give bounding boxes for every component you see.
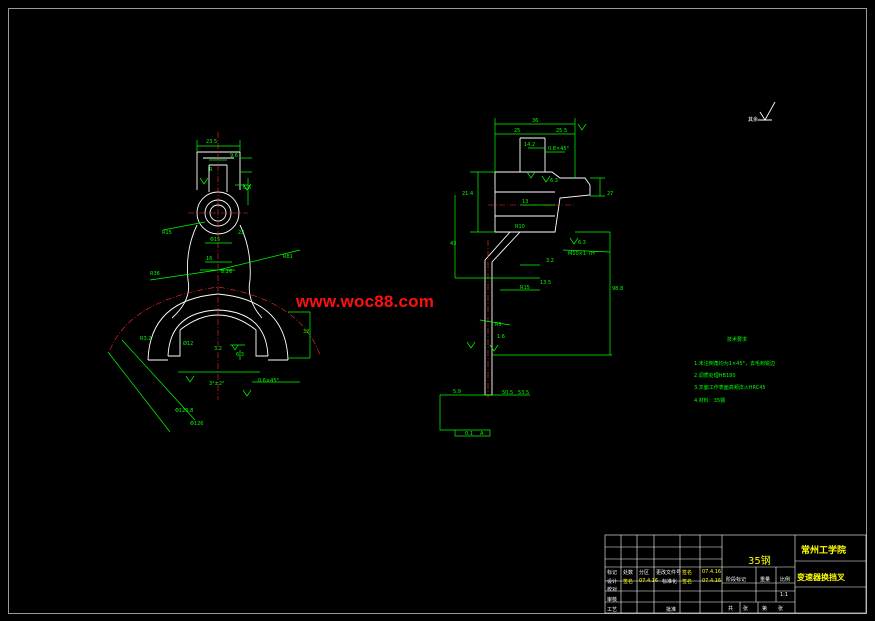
global-roughness-label: 其余 [748,117,759,123]
dim-right-1: 36 [532,118,538,124]
tb-check: 校对 [607,587,618,593]
dim-left-20: R3.2 [140,336,151,342]
dim-right-16: R15 [520,285,530,291]
right-roughness-marks [466,123,587,352]
dim-right-4: 14.2 [524,142,535,148]
left-dim-texts: 23.5 9.6 R 6.3 R15 Φ15 22 16 8.26 R36 R8… [140,139,309,427]
dim-left-12: 32 [303,329,309,335]
dim-right-2: 25 [514,128,520,134]
left-view [107,132,321,433]
dim-right-3: 25.5 [556,128,567,134]
dim-right-19: 1.6 [497,334,505,340]
dim-left-16: 3°±2° [209,381,225,387]
school-name: 常州工学院 [801,546,847,556]
dim-left-14: 3.2 [214,346,222,352]
tb-review: 审核 [607,597,618,603]
tech-note-3: 3.叉面工作表面高频淬火HRC45 [694,385,766,391]
right-arm-outline [484,231,521,396]
tb-total: 共 [728,606,734,612]
dim-right-22: 5.9 [453,389,461,395]
tb-zone: 分区 [639,570,650,576]
dim-right-24: A [480,431,484,437]
watermark-text: www.woc88.com [296,292,435,311]
title-block [604,534,867,614]
dim-left-6: Φ15 [210,237,220,243]
dim-left-18: Φ120.8 [175,408,193,414]
left-dim-lines [107,140,311,433]
dim-left-1: 23.5 [206,139,217,145]
tech-requirements-title: 技术要求 [727,337,748,343]
tb-date-2: 07.4.16 [639,578,659,584]
tech-note-2: 2.调质处理HB180 [694,373,736,379]
left-arm-outline [171,224,263,319]
tech-note-4: 4.材料：35钢 [694,398,726,404]
left-shank-outline [196,151,241,190]
dim-left-10: R36 [150,271,160,277]
tb-design: 设计 [607,579,618,585]
part-name: 变速器换挡叉 [797,573,845,582]
tb-change-doc: 更改文件号 [656,570,682,576]
right-dim-lines [439,118,612,437]
dim-right-6: 6.3 [550,178,558,184]
tb-no: 第 [762,606,768,612]
dim-left-19: Φ126 [190,421,203,427]
tb-scale-label: 比例 [780,577,791,583]
tb-date-3: 07.4.16 [702,578,722,584]
dim-left-7: 22 [238,230,244,236]
tb-sign-3: 签名 [682,579,693,585]
tb-date-1: 07.4.16 [702,569,722,575]
tb-count: 处数 [623,570,634,576]
sheet-border [8,8,867,614]
tb-sheets-2: 张 [778,606,784,612]
dim-left-13: Ø12 [183,340,193,347]
dim-right-13: R10 [515,224,525,230]
tb-stage-mark: 阶段标记 [726,577,747,583]
dim-right-14: M10×1-7H [568,251,595,257]
dim-right-17: 13.5 [540,280,551,286]
left-centerline-arc [109,286,321,356]
left-roughness-marks [185,177,252,397]
right-dim-texts: 36 25 25.5 14.2 0.8×45° 6.3 27 13 21.4 4… [450,118,623,437]
dim-left-4: 6.3 [243,185,251,191]
tb-sheets-1: 张 [743,606,749,612]
dim-left-11: R81 [283,254,293,260]
tb-process: 工艺 [607,607,618,613]
dim-left-5: R15 [162,230,172,236]
left-fork-jaw [148,314,288,361]
dim-right-15: 98.8 [612,286,623,292]
dim-right-7: 27 [607,191,613,197]
dim-right-5: 0.8×45° [548,146,570,152]
tb-weight: 重量 [760,577,771,583]
tb-sign-1: 签名 [682,570,693,576]
dim-right-21: 53.5 [518,390,529,396]
global-roughness-icon [758,101,776,121]
dim-right-8: 13 [522,199,528,205]
dim-right-18: R5 [495,322,502,328]
dim-left-9: 8.26 [221,269,232,275]
dim-right-20: 50.5 [502,390,513,396]
dim-left-17: 0.6×45° [258,378,280,384]
dim-right-10: 43 [450,241,456,247]
material-label: 35钢 [748,556,771,567]
tb-approve: 批准 [666,607,677,613]
tb-sign-2: 签名 [623,579,634,585]
dim-left-15: 6.3 [236,352,244,358]
right-body-outline [494,171,591,233]
dim-right-11: 3.2 [546,258,554,264]
right-view [439,101,776,437]
tb-mark: 标记 [607,570,618,576]
tb-scale-value: 1:1 [780,592,789,598]
tech-note-1: 1.未注倒角均为1×45°，去毛刺锐边 [694,361,776,367]
right-top-block [519,137,546,172]
dim-left-8: 16 [206,256,212,262]
dim-left-3: R [209,167,213,173]
tb-standard: 标准化 [662,579,678,585]
dim-right-12: 6.3 [578,240,586,246]
dim-right-9: 21.4 [462,191,473,197]
dim-right-23: 0.1 [465,431,473,437]
dim-left-2: 9.6 [230,153,238,159]
